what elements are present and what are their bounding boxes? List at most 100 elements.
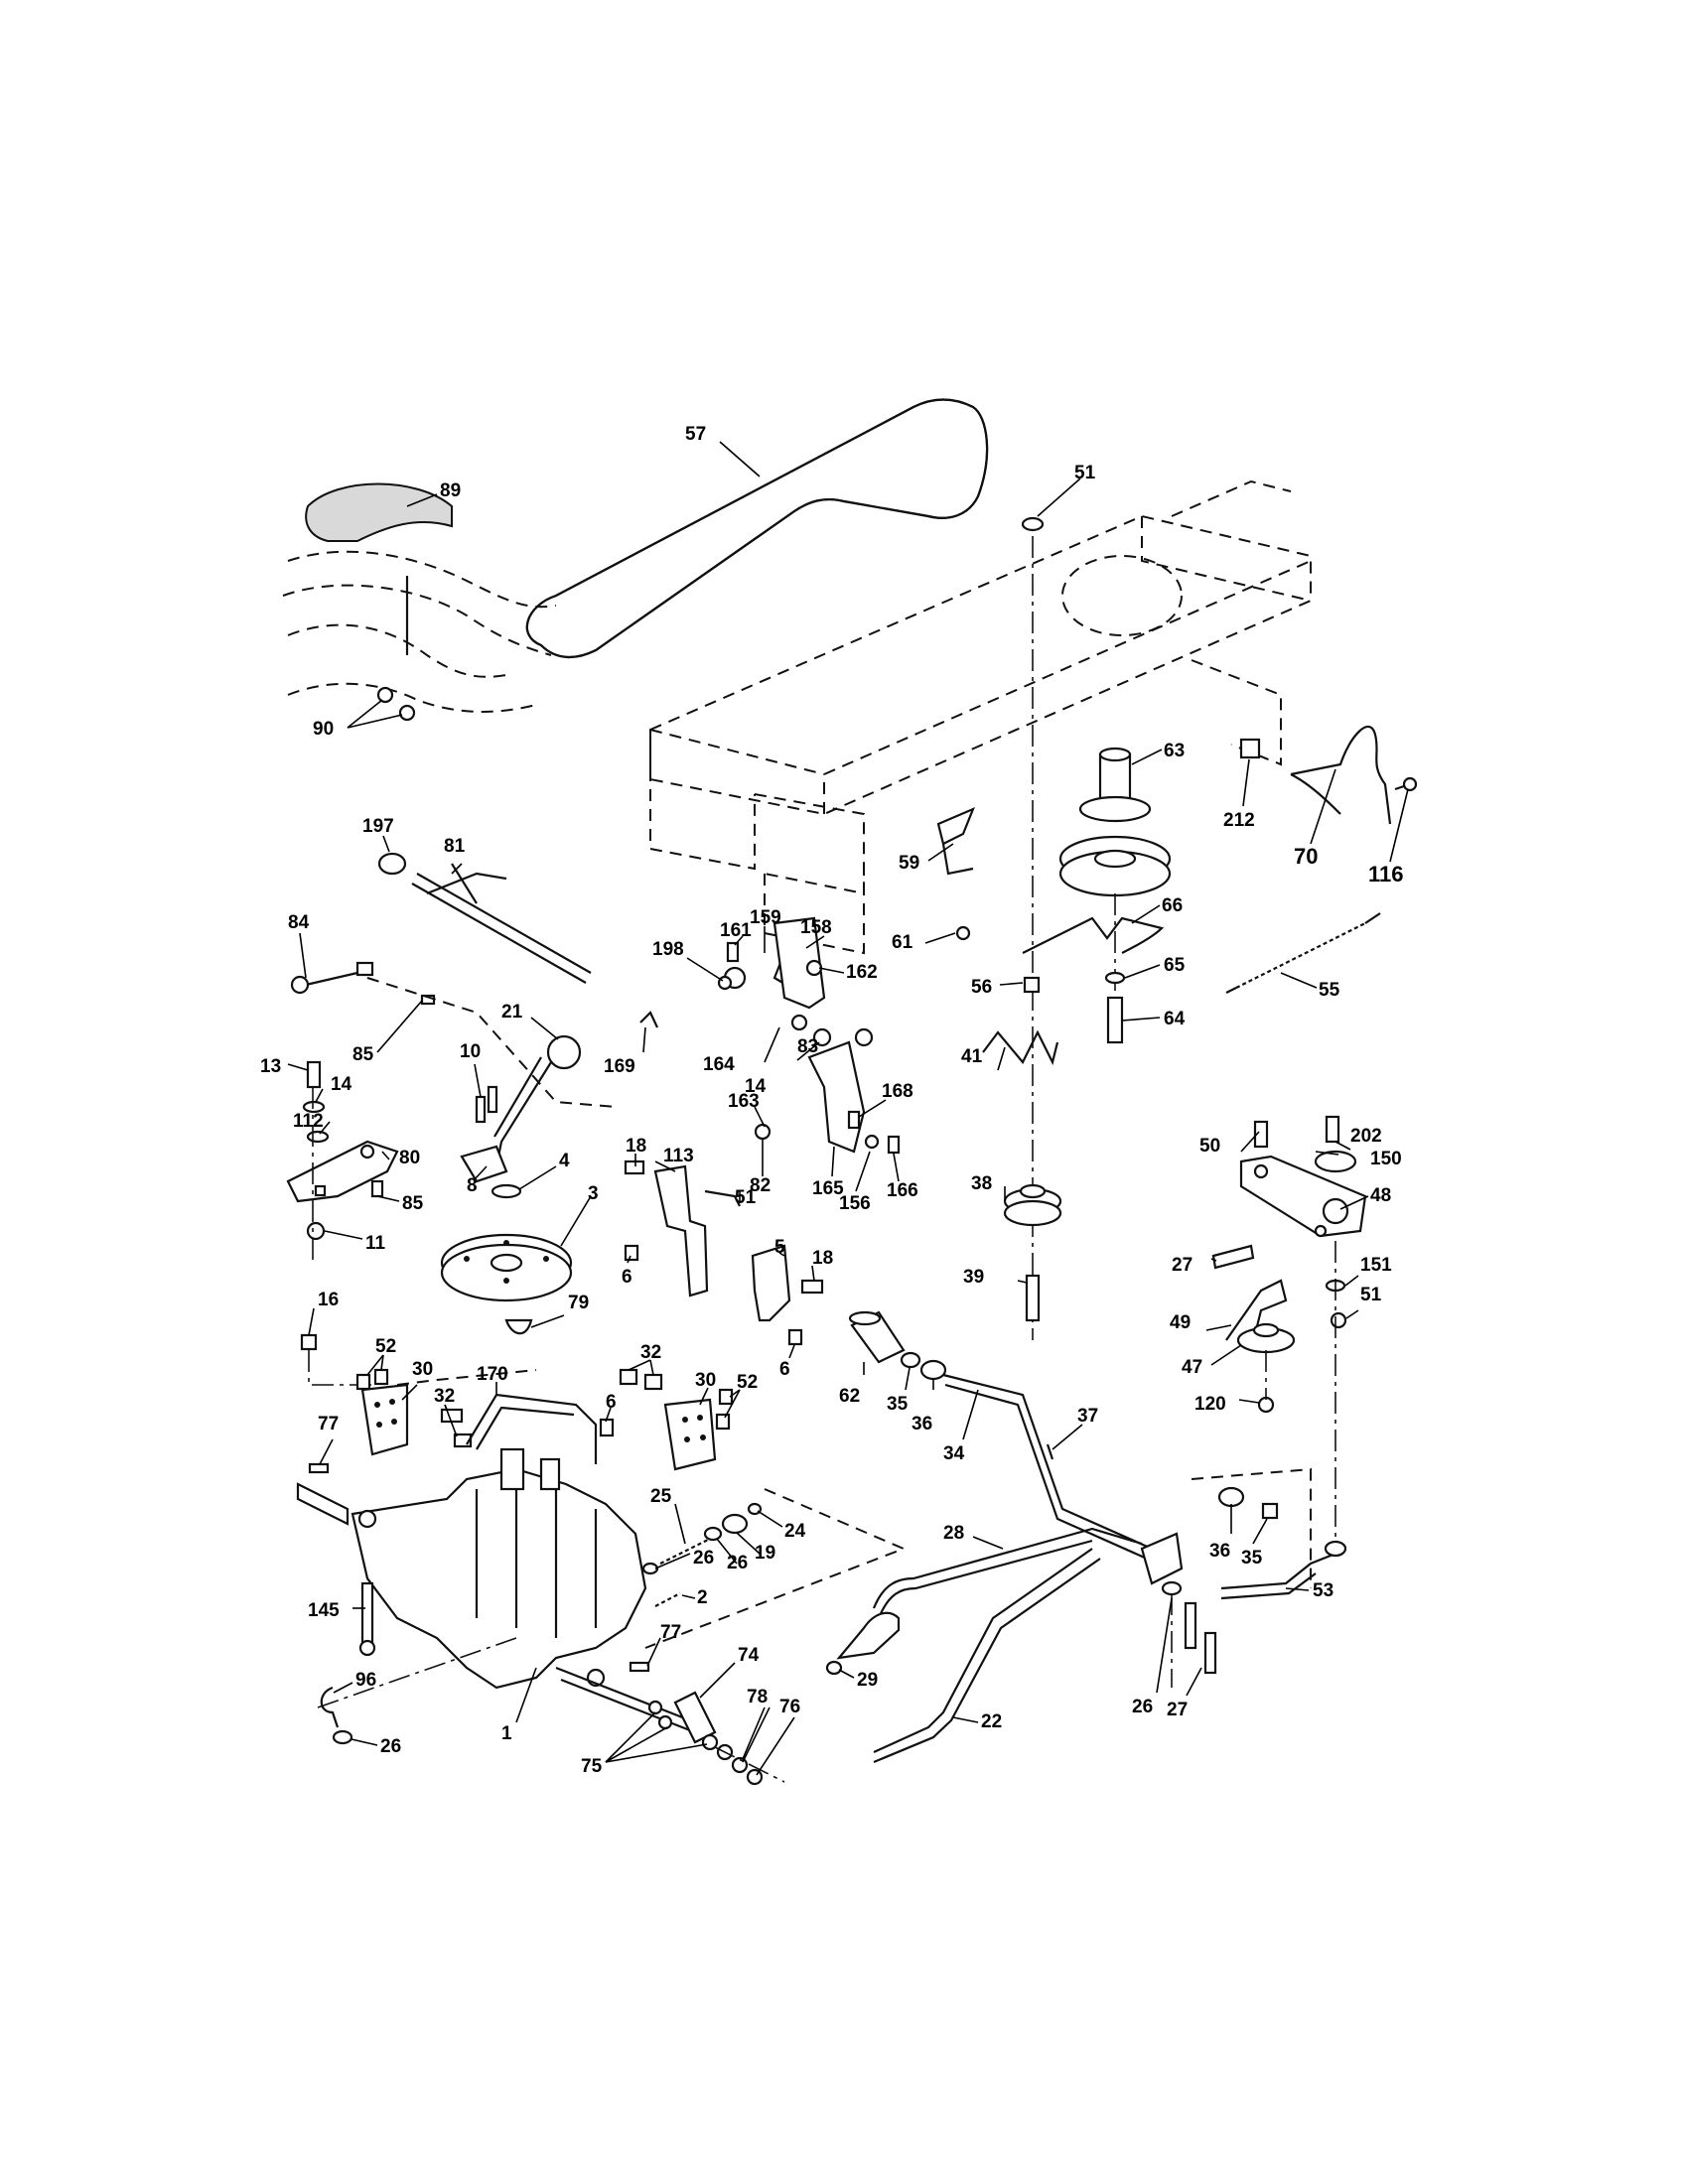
- callout-labels: 57 89 51 90 63 212 70 116 197 81 59 84 1…: [260, 424, 1404, 1777]
- callout-6c: 6: [606, 1392, 617, 1413]
- callout-85: 85: [352, 1044, 374, 1065]
- clip-96: [320, 1686, 340, 1728]
- washer-11: [306, 1221, 326, 1241]
- callout-10: 10: [460, 1041, 481, 1062]
- callout-24: 24: [784, 1521, 806, 1542]
- callout-81: 81: [444, 836, 466, 857]
- bracket-30b: [663, 1398, 717, 1471]
- washer-26c: [1161, 1580, 1183, 1596]
- callout-26d: 26: [380, 1736, 401, 1757]
- bolt-85b: [370, 1179, 384, 1198]
- callout-4: 4: [559, 1151, 570, 1171]
- callout-61: 61: [892, 932, 913, 953]
- leader-dash-84: [366, 977, 617, 1108]
- washer-65: [1104, 971, 1126, 985]
- bolt-18b: [800, 1279, 824, 1295]
- bolt-13: [306, 1060, 322, 1089]
- pin-77a: [308, 1462, 330, 1474]
- callout-202: 202: [1350, 1126, 1382, 1147]
- callout-65: 65: [1164, 955, 1186, 976]
- rod-170b: [476, 1406, 575, 1450]
- washer-26d: [332, 1729, 353, 1745]
- bracket-49: [1225, 1279, 1288, 1351]
- axis-line-1: [317, 1637, 517, 1708]
- callout-16: 16: [318, 1290, 339, 1310]
- callout-164: 164: [703, 1054, 735, 1075]
- clip-169: [639, 1011, 658, 1028]
- transmission-pulley-3: [440, 1233, 573, 1302]
- callout-169: 169: [604, 1056, 635, 1077]
- rod-70b: [1290, 773, 1341, 815]
- callout-57: 57: [685, 424, 706, 445]
- callout-3: 3: [588, 1183, 599, 1204]
- spring-25: [659, 1538, 711, 1565]
- callout-80: 80: [399, 1148, 420, 1168]
- spring-55: [1225, 912, 1381, 994]
- callout-156: 156: [839, 1193, 871, 1214]
- bolt-6c: [599, 1418, 615, 1437]
- callout-77a: 77: [318, 1414, 339, 1434]
- callout-8: 8: [467, 1175, 478, 1196]
- leader-lines: [287, 441, 1409, 1776]
- link-51b: [704, 1189, 741, 1207]
- callout-166: 166: [887, 1180, 918, 1201]
- washer-75c: [701, 1733, 719, 1751]
- spacer-150: [1314, 1150, 1357, 1173]
- callout-51c: 51: [1360, 1285, 1382, 1305]
- bolt-6b: [787, 1328, 803, 1346]
- bolt-10b: [487, 1085, 498, 1114]
- knob-21: [546, 1034, 582, 1070]
- callout-18b: 18: [812, 1248, 833, 1269]
- bolt-39: [1025, 1274, 1041, 1322]
- callout-34: 34: [943, 1443, 965, 1464]
- callout-162: 162: [846, 962, 878, 983]
- nut-51-top: [1021, 516, 1045, 532]
- callout-1: 1: [501, 1723, 512, 1744]
- nut-16: [300, 1333, 318, 1351]
- callout-59: 59: [899, 853, 919, 874]
- callout-18a: 18: [626, 1136, 646, 1157]
- callout-70: 70: [1294, 844, 1318, 869]
- guide-line-b: [644, 1488, 907, 1649]
- rod-70: [1290, 726, 1392, 825]
- pulley-47: [1236, 1322, 1296, 1354]
- guide-line-c: [1191, 1467, 1312, 1588]
- callout-51: 51: [1074, 463, 1096, 483]
- fender-outline: [282, 550, 557, 713]
- nut-120: [1257, 1396, 1275, 1414]
- nut-51c: [1330, 1311, 1347, 1329]
- callout-74: 74: [738, 1645, 760, 1666]
- callout-13: 13: [260, 1056, 281, 1077]
- callout-163: 163: [728, 1091, 760, 1112]
- callout-30a: 30: [412, 1359, 433, 1380]
- bolt-202: [1325, 1115, 1340, 1144]
- bracket-assembly-158: [717, 916, 826, 1031]
- callout-82: 82: [750, 1175, 771, 1196]
- rod-170: [466, 1393, 598, 1464]
- bolt-27b2: [1203, 1631, 1217, 1675]
- washer-35a: [900, 1351, 921, 1369]
- callout-6a: 6: [622, 1267, 632, 1288]
- bolt-64: [1106, 996, 1124, 1044]
- callout-26a: 26: [693, 1548, 714, 1569]
- callout-47: 47: [1182, 1357, 1202, 1378]
- callout-158: 158: [800, 917, 832, 938]
- callout-84: 84: [288, 912, 310, 933]
- callout-159: 159: [750, 907, 781, 928]
- callout-19: 19: [755, 1543, 775, 1564]
- callout-29: 29: [857, 1670, 878, 1691]
- callout-21: 21: [501, 1002, 523, 1023]
- bolt-32b2: [643, 1373, 663, 1391]
- bracket-41: [982, 1029, 1059, 1066]
- callout-90: 90: [313, 719, 334, 740]
- callout-36a: 36: [912, 1414, 932, 1434]
- callout-35a: 35: [887, 1394, 909, 1415]
- rod-28: [872, 1527, 1143, 1619]
- callout-150: 150: [1370, 1149, 1402, 1169]
- washer-26b: [703, 1526, 723, 1542]
- washer-83a: [812, 1027, 832, 1047]
- callout-38: 38: [971, 1173, 992, 1194]
- callout-51b: 51: [735, 1187, 757, 1208]
- bolt-145-head: [358, 1639, 376, 1657]
